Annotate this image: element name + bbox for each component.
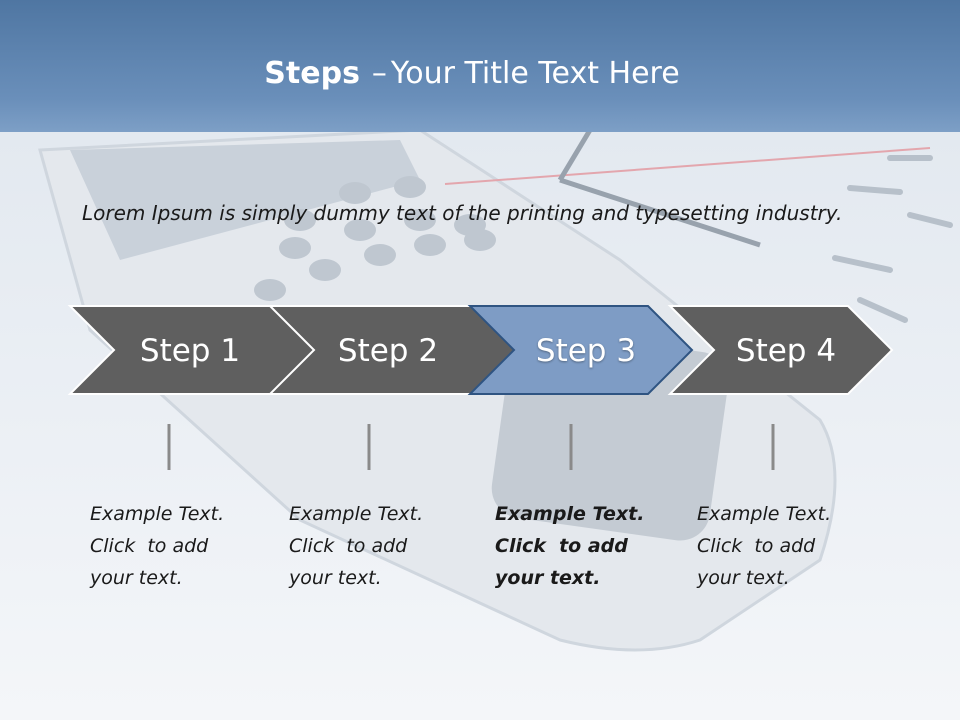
step-4-text-line: Example Text. bbox=[697, 503, 832, 525]
step-3-text[interactable]: Example Text. Click to add your text. bbox=[495, 498, 665, 594]
step-1-label[interactable]: Step 1 bbox=[139, 333, 241, 369]
title-separator: – bbox=[371, 56, 387, 91]
title-rest: Your Title Text Here bbox=[390, 56, 680, 91]
step-4-text-line: Click to add bbox=[697, 535, 816, 557]
step-1-text-line: your text. bbox=[90, 567, 183, 589]
page-title: Steps–Your Title Text Here bbox=[0, 52, 944, 96]
step-3-text-line: Example Text. bbox=[495, 503, 645, 525]
step-4-arrow[interactable] bbox=[667, 305, 894, 395]
step-3-text-line: Click to add bbox=[495, 535, 628, 557]
step-3-label[interactable]: Step 3 bbox=[535, 333, 637, 369]
step-2-text[interactable]: Example Text. Click to add your text. bbox=[289, 498, 459, 594]
step-1-text-line: Example Text. bbox=[90, 503, 225, 525]
intro-text: Lorem Ipsum is simply dummy text of the … bbox=[82, 201, 843, 225]
step-3-arrow[interactable] bbox=[467, 305, 694, 395]
step-4-text-line: your text. bbox=[697, 567, 790, 589]
step-4-text[interactable]: Example Text. Click to add your text. bbox=[697, 498, 867, 594]
title-bold: Steps bbox=[264, 56, 360, 91]
step-2-label[interactable]: Step 2 bbox=[337, 333, 439, 369]
step-4-label[interactable]: Step 4 bbox=[735, 333, 837, 369]
step-1-text-line: Click to add bbox=[90, 535, 209, 557]
step-2-text-line: Example Text. bbox=[289, 503, 424, 525]
step-3-text-line: your text. bbox=[495, 567, 601, 589]
step-2-text-line: Click to add bbox=[289, 535, 408, 557]
step-1-text[interactable]: Example Text. Click to add your text. bbox=[90, 498, 260, 594]
step-2-text-line: your text. bbox=[289, 567, 382, 589]
